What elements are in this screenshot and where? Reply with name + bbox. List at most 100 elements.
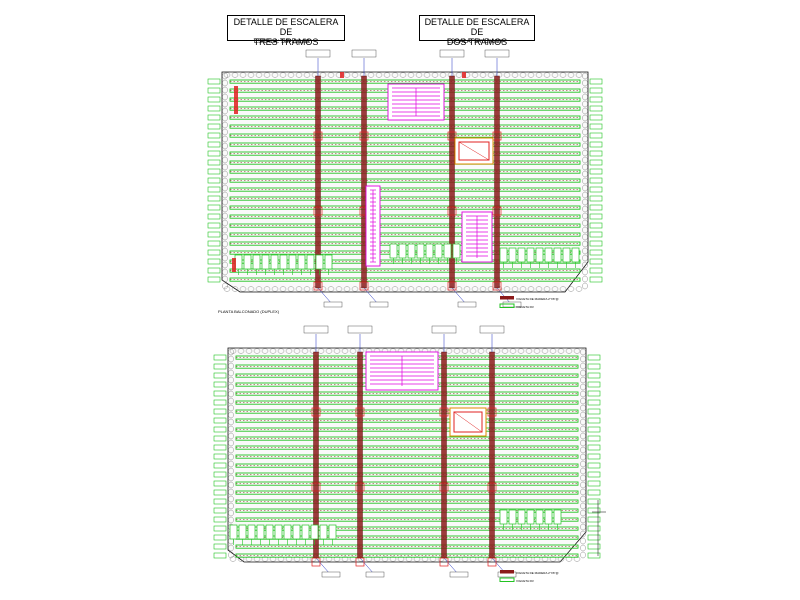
legend-top-beam-text: VIGUETA DE MADERA 2"X6"@: [516, 297, 559, 301]
stone-pad: [582, 107, 588, 115]
stone-pad: [222, 275, 228, 283]
stone-pad: [493, 556, 501, 562]
stone-pad: [573, 556, 581, 562]
column-marker: [359, 131, 369, 141]
stone-pad: [303, 286, 311, 292]
edge-tag: [207, 132, 221, 139]
tag-box: [425, 243, 434, 259]
edge-tag: [213, 426, 227, 433]
stone-pad: [580, 551, 586, 559]
stone-pad: [565, 348, 573, 354]
stone-pad: [582, 93, 588, 101]
stone-pad: [237, 348, 245, 354]
beam: [441, 351, 447, 559]
stone-pad: [228, 446, 234, 454]
stone-pad: [222, 219, 228, 227]
stone-pad: [543, 286, 551, 292]
edge-tag: [213, 399, 227, 406]
stone-pad: [525, 556, 533, 562]
column-marker: [487, 407, 497, 417]
stone-pad: [222, 86, 228, 94]
edge-tag: [213, 543, 227, 550]
stone-pad: [580, 467, 586, 475]
edge-tag: [589, 213, 603, 220]
edge-tag: [213, 381, 227, 388]
stone-pad: [228, 369, 234, 377]
edge-tag: [213, 417, 227, 424]
stone-pad: [327, 72, 335, 78]
stone-pad: [582, 261, 588, 269]
edge-tag: [213, 354, 227, 361]
edge-tag: [589, 168, 603, 175]
legend-swatch-beam: [500, 296, 514, 300]
stone-pad: [391, 286, 399, 292]
edge-tag: [213, 435, 227, 442]
stone-pad: [549, 348, 557, 354]
stone-pad: [582, 191, 588, 199]
stone-pad: [287, 72, 295, 78]
tag-box: [274, 524, 283, 540]
tag-box: [252, 254, 261, 270]
stone-pad: [437, 556, 445, 562]
edge-tag: [207, 177, 221, 184]
stone-pad: [263, 286, 271, 292]
tag-box: [526, 509, 535, 525]
stone-pad: [317, 348, 325, 354]
legends: [499, 296, 606, 582]
edge-tag: [207, 267, 221, 274]
stone-pad: [463, 286, 471, 292]
stone-pad: [501, 556, 509, 562]
tag-box: [553, 247, 562, 263]
edge-tag: [587, 417, 601, 424]
stone-pad: [255, 286, 263, 292]
column-marker: [355, 557, 365, 567]
stone-pad: [485, 556, 493, 562]
edge-tag: [589, 267, 603, 274]
edge-tag: [213, 552, 227, 559]
stone-pad: [222, 184, 228, 192]
stone-pad: [461, 348, 469, 354]
edge-tag: [587, 372, 601, 379]
edge-tag: [587, 543, 601, 550]
edge-tag: [213, 462, 227, 469]
stone-pad: [279, 286, 287, 292]
stone-pad: [471, 72, 479, 78]
tag-box: [238, 524, 247, 540]
tag-box: [562, 247, 571, 263]
edge-tag: [589, 231, 603, 238]
beam-callout: [449, 571, 469, 578]
column-marker: [439, 407, 449, 417]
edge-tag: [207, 195, 221, 202]
stone-pad: [397, 556, 405, 562]
column-marker: [447, 281, 457, 291]
stone-pad: [351, 286, 359, 292]
stone-pad: [580, 411, 586, 419]
stone-pad: [580, 397, 586, 405]
stone-pad: [582, 240, 588, 248]
stone-pad: [261, 556, 269, 562]
edge-tag: [587, 354, 601, 361]
stone-pad: [575, 72, 583, 78]
edge-tag: [213, 489, 227, 496]
stone-pad: [228, 439, 234, 447]
edge-tag: [587, 507, 601, 514]
column-marker: [313, 281, 323, 291]
leader-line: [315, 557, 331, 575]
accent-mark: [234, 86, 238, 114]
stone-pad: [580, 376, 586, 384]
stone-pad: [222, 240, 228, 248]
leader-line: [359, 557, 375, 575]
stone-pad: [383, 72, 391, 78]
stair: [365, 185, 381, 267]
stone-pad: [237, 556, 245, 562]
stone-pad: [389, 556, 397, 562]
stone-pad: [228, 411, 234, 419]
stone-pad: [295, 72, 303, 78]
stone-pad: [222, 128, 228, 136]
column-marker: [439, 557, 449, 567]
tag-box: [517, 247, 526, 263]
stone-pad: [222, 233, 228, 241]
stone-pad: [341, 348, 349, 354]
stair: [461, 211, 493, 263]
edge-tag: [587, 426, 601, 433]
